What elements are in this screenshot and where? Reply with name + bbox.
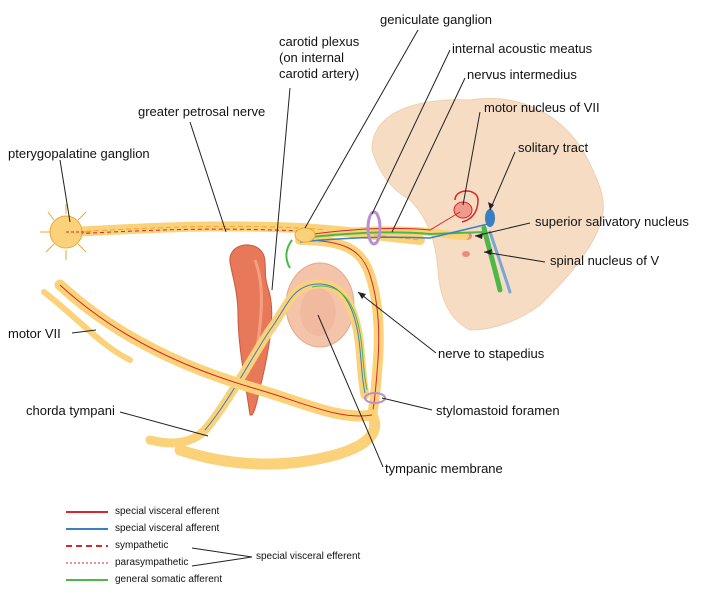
solitary-tract	[485, 209, 495, 227]
label-internal-acoustic-meatus: internal acoustic meatus	[452, 41, 593, 56]
label-pterygopalatine-ganglion: pterygopalatine ganglion	[8, 146, 150, 161]
legend-parasympathetic: parasympathetic	[115, 557, 189, 568]
motor-nucleus-loop	[454, 190, 479, 223]
salivatory-nucleus-2	[462, 251, 470, 257]
spinal-tract-blue	[488, 230, 512, 294]
tympanic-membrane-shape	[300, 288, 336, 336]
nervus-intermedius	[296, 226, 469, 240]
label-nervus-intermedius: nervus intermedius	[467, 67, 577, 82]
label-spinal-nucleus-v: spinal nucleus of V	[550, 253, 660, 268]
legend-bracket	[191, 547, 253, 567]
label-nerve-to-stapedius: nerve to stapedius	[438, 346, 545, 361]
stylomastoid-foramen-ring	[364, 392, 386, 404]
label-stylomastoid-foramen: stylomastoid foramen	[436, 403, 560, 418]
legend-sympathetic: sympathetic	[115, 540, 169, 551]
legend-special-visceral-afferent: special visceral afferent	[115, 523, 220, 534]
motor-vii-red	[59, 284, 373, 417]
legend-bracket-label: special visceral efferent	[256, 551, 361, 562]
label-motor-vii: motor VII	[8, 326, 61, 341]
spinal-nucleus-v	[481, 225, 503, 293]
label-geniculate-ganglion: geniculate ganglion	[380, 12, 493, 27]
legend-general-somatic-afferent: general somatic afferent	[115, 574, 223, 585]
internal-acoustic-meatus-ring	[366, 210, 382, 246]
chorda-tympani-green	[311, 285, 368, 391]
leader-lines	[59, 29, 546, 468]
arrowheads	[358, 202, 494, 299]
label-carotid-plexus: carotid plexus (on internal carotid arte…	[279, 34, 360, 81]
label-greater-petrosal-nerve: greater petrosal nerve	[138, 104, 266, 119]
greater-petrosal-nerve-edge	[69, 225, 421, 241]
legend-samples	[66, 511, 253, 581]
label-superior-salivatory-nucleus: superior salivatory nucleus	[535, 214, 689, 229]
legend-special-visceral-efferent: special visceral efferent	[115, 506, 220, 517]
label-solitary-tract: solitary tract	[518, 140, 589, 155]
chorda-tympani-blue	[204, 283, 366, 431]
label-chorda-tympani: chorda tympani	[26, 403, 115, 418]
motor-nucleus-vii	[453, 201, 473, 219]
label-motor-nucleus-vii: motor nucleus of VII	[484, 100, 600, 115]
geniculate-ganglion	[294, 227, 316, 243]
greater-petrosal-parasympathetic	[71, 228, 301, 235]
label-tympanic-membrane: tympanic membrane	[385, 461, 503, 476]
carotid-plexus-green	[285, 239, 293, 269]
